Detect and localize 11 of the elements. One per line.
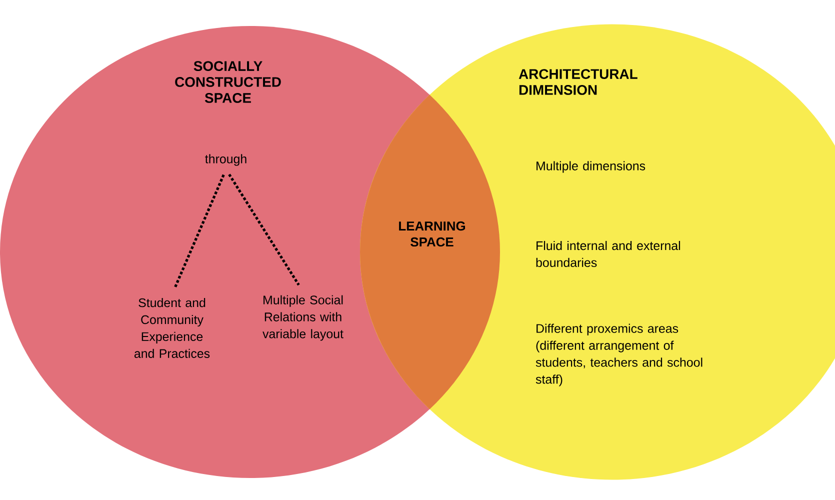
circle-heading: ARCHITECTURAL DIMENSION <box>518 69 638 95</box>
body-text: Different proxemics areas (different arrangement of students, teachers and school staff) <box>536 324 702 386</box>
circle-text: Multiple Social Relations with variable layout <box>262 295 344 341</box>
dotted-line <box>228 174 300 286</box>
circle-heading: SOCIALLY CONSTRUCTED SPACE <box>175 61 281 103</box>
circle-text: Student and Community Experience and Practices <box>134 298 210 358</box>
body-text: Multiple dimensions <box>536 161 646 173</box>
circle-text: through <box>205 154 246 166</box>
body-text: Fluid internal and external boundaries <box>536 240 680 268</box>
dotted-line <box>174 174 225 288</box>
overlap-label: LEARNING SPACE <box>399 221 465 247</box>
